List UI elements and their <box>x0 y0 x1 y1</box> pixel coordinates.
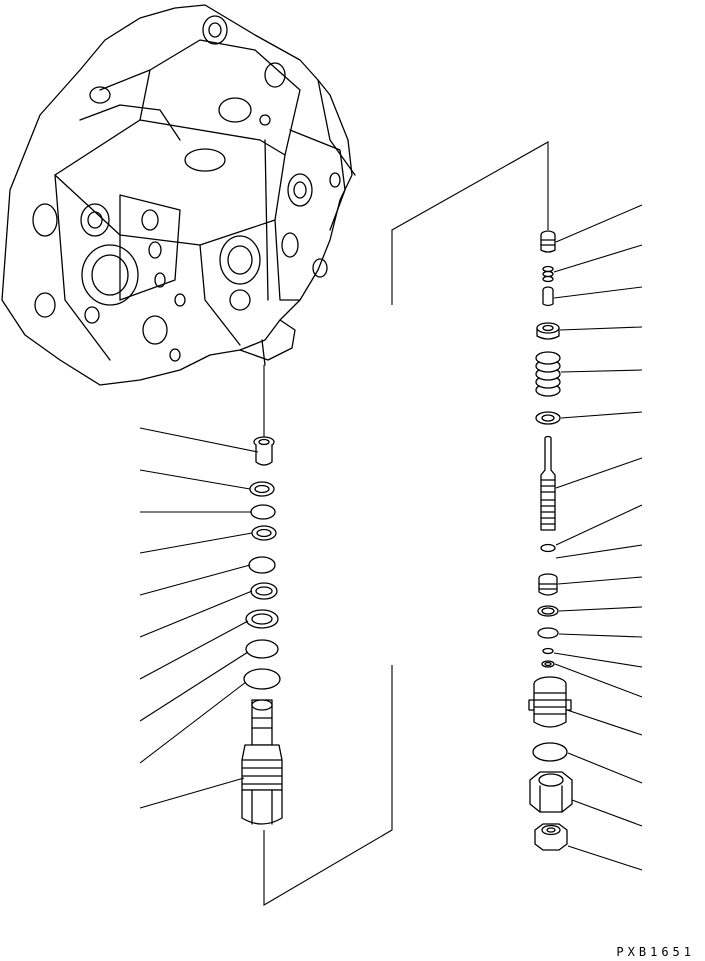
part-flanged-sleeve <box>253 436 275 466</box>
part-adjusting-sleeve <box>528 676 572 728</box>
part-o-ring-1 <box>250 504 276 520</box>
part-washer <box>535 411 561 425</box>
part-backup-ring-2 <box>251 525 277 541</box>
valve-body-housing <box>1 4 356 386</box>
part-backup-ring-1 <box>249 481 275 497</box>
part-poppet <box>542 286 554 307</box>
left-leader-lines <box>139 427 259 809</box>
part-o-ring-small-2 <box>542 647 554 655</box>
part-lock-nut <box>534 823 568 851</box>
part-plug <box>540 230 556 253</box>
right-part-stack <box>528 230 573 851</box>
part-spring-small <box>542 265 554 283</box>
part-o-ring-right <box>537 627 559 639</box>
part-backup-ring-right <box>537 605 559 617</box>
part-o-ring-small-1 <box>540 543 556 553</box>
left-part-stack <box>241 436 283 825</box>
part-o-ring-large-right <box>532 742 568 762</box>
part-o-ring-2 <box>248 556 276 574</box>
assembly-connector-lines <box>263 141 549 906</box>
part-retaining-ring <box>541 660 555 668</box>
part-seat-ring <box>536 322 560 340</box>
part-sleeve-nut <box>538 573 558 596</box>
part-o-ring-large-2 <box>243 668 281 690</box>
right-leader-lines <box>553 204 643 871</box>
part-piston-spring-assembly <box>540 435 556 531</box>
part-relief-valve-cartridge <box>241 699 283 825</box>
part-shim-stack <box>535 351 561 397</box>
part-backup-ring-large <box>245 609 279 629</box>
part-o-ring-large-1 <box>245 639 279 659</box>
part-backup-ring-3 <box>250 582 278 600</box>
part-hex-cap-nut <box>529 771 573 813</box>
drawing-code: PXB1651 <box>616 945 695 959</box>
